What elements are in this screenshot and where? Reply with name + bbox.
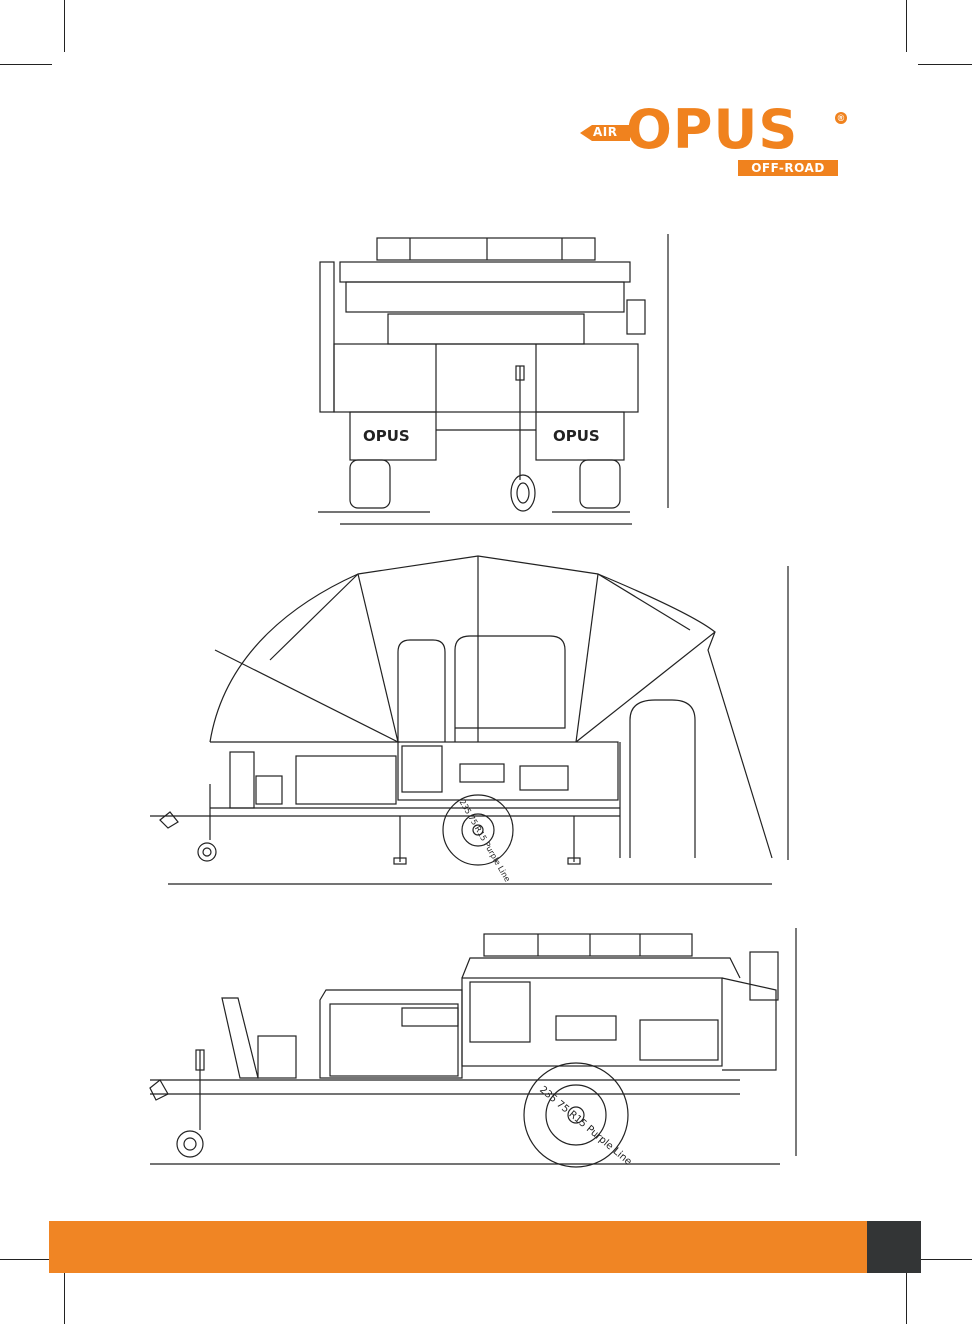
tyre-label-closed: 235 75 R15 Purple Line — [537, 1084, 633, 1167]
footer-bar — [49, 1221, 867, 1273]
rear-view-drawing: OPUS OPUS — [318, 234, 668, 524]
side-closed-view-drawing — [150, 928, 796, 1167]
mudflap-left-text: OPUS — [363, 427, 410, 445]
side-open-view-drawing — [150, 556, 788, 884]
footer-page-block — [867, 1221, 921, 1273]
mudflap-right-text: OPUS — [553, 427, 600, 445]
